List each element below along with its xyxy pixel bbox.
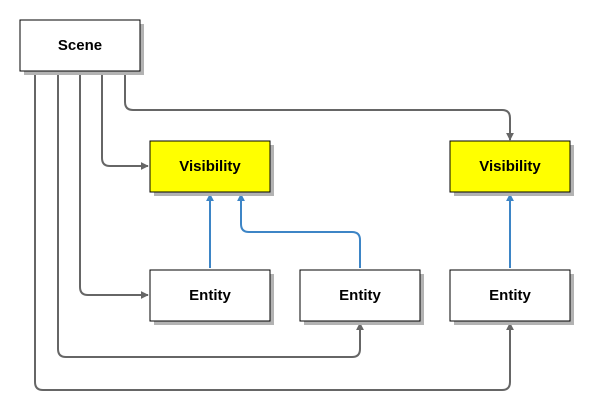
edges (34, 72, 514, 391)
node-visibility-1: Visibility (149, 140, 274, 196)
node-visibility-2-label: Visibility (479, 158, 541, 175)
node-scene-label: Scene (58, 37, 102, 54)
edge-scene-to-visibility-2 (124, 72, 514, 141)
edge-entity-2-to-visibility-1 (237, 193, 361, 268)
node-entity-1: Entity (149, 269, 274, 325)
edge-scene-to-entity-2 (57, 72, 364, 358)
node-entity-2-label: Entity (339, 287, 381, 304)
edge-scene-to-entity-3 (34, 72, 514, 391)
node-entity-1-label: Entity (189, 287, 231, 304)
node-entity-3-label: Entity (489, 287, 531, 304)
node-scene: Scene (19, 19, 144, 75)
edge-scene-to-entity-1 (79, 72, 149, 299)
node-visibility-1-label: Visibility (179, 158, 241, 175)
edge-scene-to-visibility-1 (101, 72, 149, 170)
node-visibility-2: Visibility (449, 140, 574, 196)
node-entity-3: Entity (449, 269, 574, 325)
node-entity-2: Entity (299, 269, 424, 325)
